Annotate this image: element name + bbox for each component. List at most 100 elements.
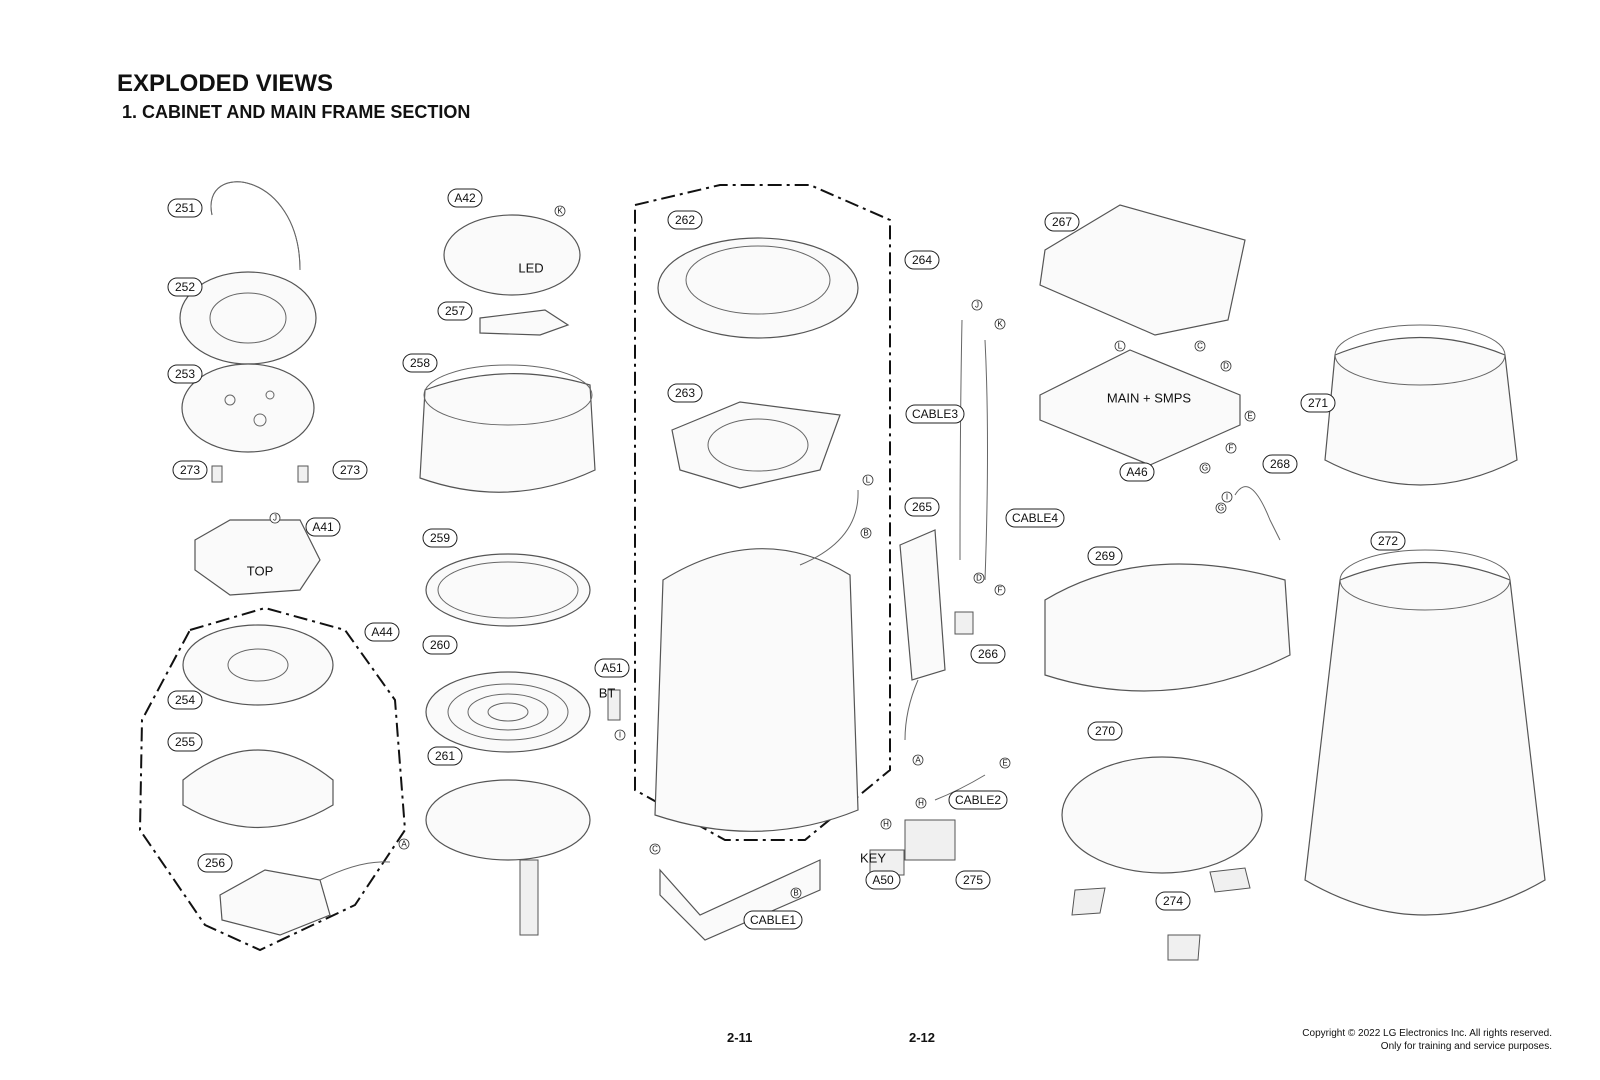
part-label-box — [1262, 454, 1298, 474]
part-271-upper-shell — [1324, 336, 1518, 486]
part-256-bracket — [219, 869, 331, 936]
connector-label-h: H — [880, 818, 892, 830]
part-273-screw-right — [297, 465, 309, 483]
part-257-fan — [479, 309, 570, 336]
part-274-foot — [1209, 867, 1251, 893]
page-number-right: 2-12 — [909, 1030, 936, 1045]
connector-label-i: I — [1221, 491, 1233, 503]
part-label-box — [422, 635, 458, 655]
part-254-inner — [227, 648, 289, 682]
part-251-tube — [210, 181, 301, 271]
connector-label-j: J — [269, 512, 281, 524]
part-265-wire — [904, 679, 919, 741]
part-261-ladder — [519, 859, 539, 936]
part-label-273: 273 — [172, 460, 208, 480]
connector-text: K — [997, 320, 1003, 329]
part-a42-led-pcb — [443, 214, 581, 296]
connector-circle — [1114, 340, 1126, 352]
part-label-251: 251 — [167, 198, 203, 218]
group-a44-outline — [138, 606, 407, 952]
part-label-text: 259 — [430, 531, 450, 545]
part-254-frame — [182, 624, 334, 706]
part-label-text: A44 — [371, 625, 393, 639]
connector-circle — [614, 729, 626, 741]
part-260-grille-ring — [487, 702, 529, 722]
part-label-text: 272 — [1378, 534, 1398, 548]
connector-label-g: G — [1199, 462, 1211, 474]
connector-label-j: J — [971, 299, 983, 311]
part-label-box — [667, 210, 703, 230]
connector-circle — [860, 527, 872, 539]
connector-label-i: I — [614, 729, 626, 741]
connector-circle — [1244, 410, 1256, 422]
connector-text: F — [1229, 444, 1234, 453]
part-253-hole — [224, 394, 236, 406]
part-label-262: 262 — [667, 210, 703, 230]
connector-text: E — [1247, 412, 1252, 421]
part-274-foot — [1071, 887, 1106, 916]
part-label-box — [167, 277, 203, 297]
part-label-text: 267 — [1052, 215, 1072, 229]
part-label-box — [427, 746, 463, 766]
connector-text: H — [918, 799, 924, 808]
part-label-text: 274 — [1163, 894, 1183, 908]
connector-circle — [994, 584, 1006, 596]
connector-text: H — [883, 820, 889, 829]
connector-text: K — [557, 207, 563, 216]
part-259-inner — [437, 561, 579, 619]
part-260-grille-ring — [467, 693, 549, 731]
part-label-text: A50 — [872, 873, 894, 887]
connector-circle — [994, 318, 1006, 330]
connector-label-f: F — [994, 584, 1006, 596]
part-253-hole — [253, 413, 267, 427]
part-label-a51: A51 — [594, 658, 630, 678]
connector-text: G — [1218, 504, 1224, 513]
part-label-275: 275 — [955, 870, 991, 890]
page-title: EXPLODED VIEWS — [117, 70, 334, 97]
connector-text: A — [915, 756, 921, 765]
part-263-speaker — [671, 401, 841, 489]
connector-text: F — [998, 586, 1003, 595]
part-264-wire — [799, 489, 859, 566]
part-label-text: 253 — [175, 367, 195, 381]
part-label-271: 271 — [1300, 393, 1336, 413]
connector-circle — [880, 818, 892, 830]
connector-label-b: B — [790, 887, 802, 899]
connector-text: C — [1197, 342, 1203, 351]
part-272-lower-shell — [1304, 561, 1546, 916]
part-label-a50: A50 — [865, 870, 901, 890]
part-270-bottom-plate — [1061, 756, 1263, 874]
connector-label-d: D — [1220, 360, 1232, 372]
part-label-text: 269 — [1095, 549, 1115, 563]
connector-circle — [1221, 491, 1233, 503]
part-label-box — [667, 383, 703, 403]
part-label-box — [437, 301, 473, 321]
part-label-cable4: CABLE4 — [1005, 508, 1065, 528]
annotation-bt: BT — [599, 686, 616, 701]
part-258-cage-top — [419, 373, 596, 493]
part-label-box — [1370, 531, 1406, 551]
part-256-wire — [319, 861, 391, 881]
part-cable3-wire — [959, 319, 963, 561]
connector-circle — [999, 757, 1011, 769]
part-label-text: 261 — [435, 749, 455, 763]
connector-circle — [1215, 502, 1227, 514]
part-label-a41: A41 — [305, 517, 341, 537]
part-label-cable3: CABLE3 — [905, 404, 965, 424]
connector-text: I — [619, 731, 621, 740]
part-label-text: 270 — [1095, 724, 1115, 738]
part-261-ring — [425, 779, 591, 861]
part-263-cone — [707, 418, 809, 472]
part-label-box — [1087, 721, 1123, 741]
connector-text: C — [652, 845, 658, 854]
part-label-box — [905, 404, 965, 424]
part-cable2-wire — [934, 774, 986, 801]
part-label-text: 258 — [410, 356, 430, 370]
part-label-text: 265 — [912, 500, 932, 514]
part-label-260: 260 — [422, 635, 458, 655]
part-275-key-board — [904, 819, 956, 861]
annotation-led: LED — [518, 261, 543, 276]
connector-text: J — [273, 514, 277, 523]
